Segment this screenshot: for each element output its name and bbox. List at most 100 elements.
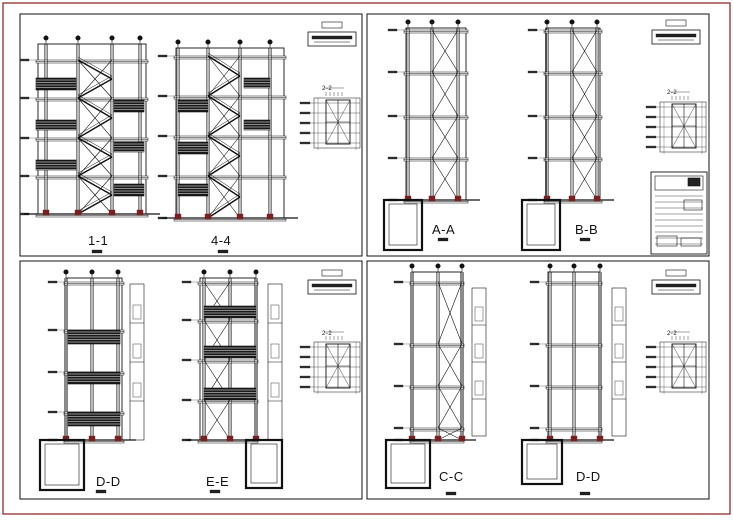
rect <box>226 435 234 442</box>
rect <box>614 380 624 396</box>
rect <box>645 105 657 109</box>
rect <box>454 195 462 202</box>
rect <box>366 260 710 500</box>
rect <box>655 33 697 38</box>
stair-landing <box>113 99 145 113</box>
rect <box>299 121 311 125</box>
line <box>207 115 241 137</box>
rect <box>526 203 556 246</box>
rect <box>243 119 271 131</box>
section-label-e-e: E-E <box>206 474 230 489</box>
grid-bubble <box>459 263 465 269</box>
rect <box>645 125 657 129</box>
wall-strip <box>129 283 145 441</box>
line <box>207 155 241 177</box>
line <box>571 157 598 201</box>
title-block-tag <box>307 21 357 47</box>
rect <box>113 183 145 197</box>
key-plan-label: 2-2 <box>322 331 333 337</box>
line <box>207 193 241 216</box>
rect <box>299 385 311 389</box>
rect <box>645 115 657 119</box>
grid-bubble <box>137 35 143 41</box>
grid-bubble <box>547 263 553 269</box>
rect <box>593 195 601 202</box>
stair-landing <box>67 371 121 385</box>
rect <box>687 177 701 187</box>
rect <box>434 435 442 442</box>
rect <box>35 159 77 171</box>
line <box>207 92 241 114</box>
line <box>207 152 241 174</box>
grid-bubble <box>89 269 95 275</box>
line <box>77 134 113 155</box>
rect <box>203 345 257 359</box>
line <box>571 29 598 73</box>
rect <box>650 171 708 255</box>
line <box>437 427 463 441</box>
grid-bubble <box>201 269 207 275</box>
rect <box>570 435 578 442</box>
section-label-4-4: 4-4 <box>211 233 232 248</box>
rect <box>91 249 103 254</box>
rect <box>95 489 107 494</box>
rect <box>114 435 122 442</box>
grid-bubble <box>253 269 259 275</box>
line <box>207 112 241 134</box>
line <box>207 52 241 74</box>
stair-landing <box>203 345 257 359</box>
line <box>207 72 241 94</box>
line <box>203 399 231 441</box>
line <box>431 71 459 117</box>
rect <box>445 491 457 496</box>
line <box>325 343 351 389</box>
line <box>207 55 241 97</box>
rect <box>388 203 418 246</box>
rect <box>88 435 96 442</box>
rect <box>321 269 343 277</box>
line <box>437 281 463 345</box>
stair-landing <box>113 141 145 153</box>
rect <box>645 145 657 149</box>
rect <box>236 213 244 220</box>
rect <box>2 2 731 515</box>
rect <box>651 29 701 45</box>
rect <box>35 77 77 91</box>
line <box>77 153 113 174</box>
rect <box>596 435 604 442</box>
line <box>207 132 241 154</box>
rect <box>299 111 311 115</box>
foundation-pit <box>384 438 432 490</box>
rect <box>299 131 311 135</box>
stair-landing <box>113 183 145 197</box>
grid-bubble <box>175 39 181 45</box>
grid-bubble <box>227 269 233 275</box>
key-plan-label: 2-2 <box>322 86 333 92</box>
title-block-tag <box>651 269 701 295</box>
rect <box>299 355 311 359</box>
rect <box>19 260 363 500</box>
grid-bubble <box>597 263 603 269</box>
rect <box>299 365 311 369</box>
rect <box>217 249 229 254</box>
rect <box>35 119 77 131</box>
rect <box>645 135 657 139</box>
rect <box>250 443 278 484</box>
rect <box>665 269 687 277</box>
stair-landing <box>203 305 257 319</box>
rect <box>299 375 311 379</box>
rect <box>321 21 343 29</box>
elevation-a-a <box>382 19 480 252</box>
stair-landing <box>67 329 121 345</box>
line <box>571 115 598 159</box>
rect <box>614 306 624 322</box>
line <box>437 385 463 429</box>
rect <box>645 375 657 379</box>
grid-bubble <box>569 19 575 25</box>
section-label-1-1: 1-1 <box>88 233 109 248</box>
rect <box>74 209 82 216</box>
rect <box>174 213 182 220</box>
rect <box>665 19 687 27</box>
grid-bubble <box>405 19 411 25</box>
rect <box>299 345 311 349</box>
